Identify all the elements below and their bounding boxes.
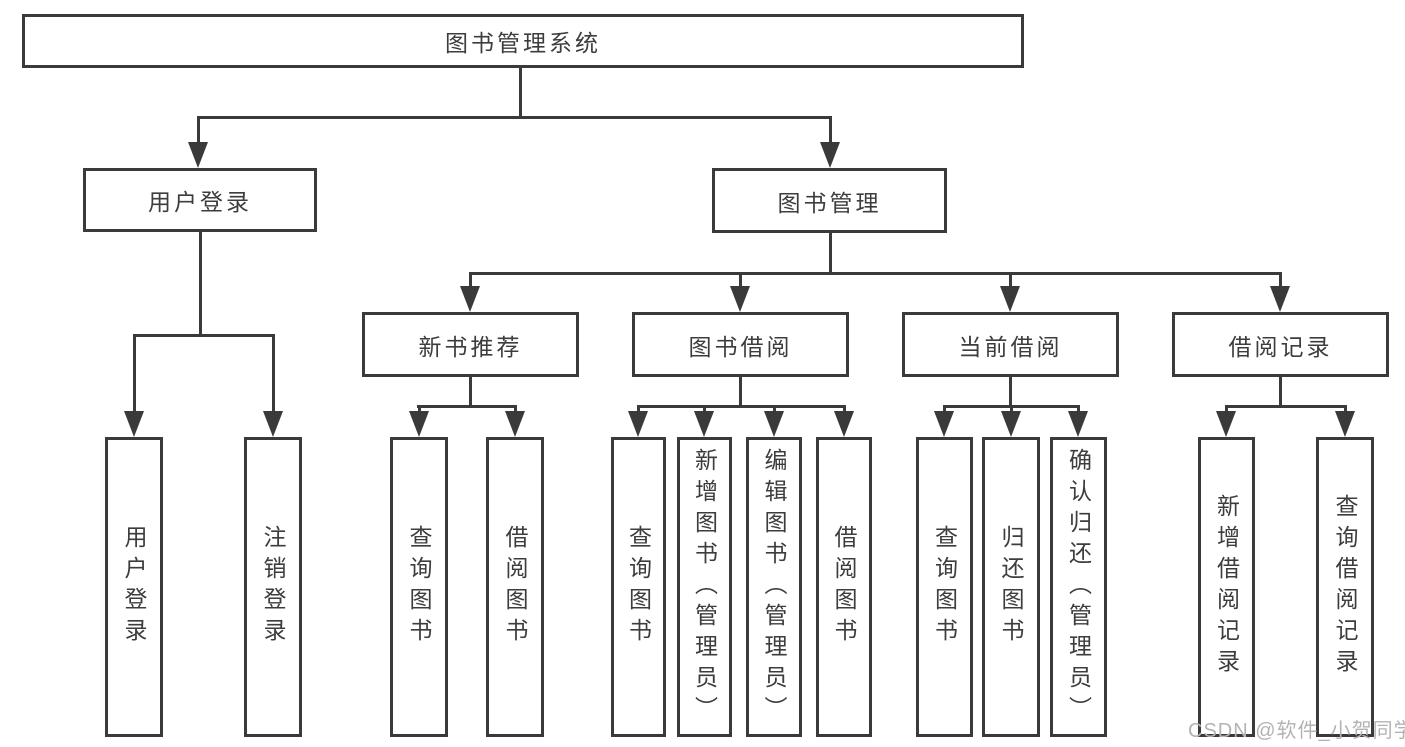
node-book-mgmt: 图书管理 bbox=[712, 168, 947, 233]
arrow-to-leaf-rec-borrow-icon bbox=[505, 411, 525, 437]
connector-level1 bbox=[197, 116, 832, 119]
node-current-borrow: 当前借阅 bbox=[902, 312, 1119, 377]
connector-to-new-book-rec bbox=[469, 274, 472, 288]
node-leaf-br-add: 新增借阅记录 bbox=[1198, 437, 1255, 737]
connector-root-stem bbox=[519, 68, 522, 118]
arrow-to-book-borrow-icon bbox=[730, 286, 750, 312]
arrow-to-leaf-user-login-icon bbox=[124, 411, 144, 437]
connector-level2 bbox=[469, 272, 1282, 275]
node-new-book-rec: 新书推荐 bbox=[362, 312, 579, 377]
connector-new-book-rec-children bbox=[417, 405, 517, 408]
connector-to-user-login bbox=[197, 118, 200, 146]
node-leaf-bb-add: 新增图书（管理员） bbox=[677, 437, 732, 737]
csdn-watermark: CSDN @软件_小贺同学 bbox=[1188, 720, 1405, 742]
arrow-to-leaf-cb-confirm-icon bbox=[1068, 411, 1088, 437]
connector-to-current-borrow bbox=[1009, 274, 1012, 288]
connector-to-borrow-record bbox=[1279, 274, 1282, 288]
node-leaf-rec-borrow: 借阅图书 bbox=[486, 437, 544, 737]
connector-book-borrow-children bbox=[637, 405, 846, 408]
connector-book-mgmt-stem bbox=[829, 233, 832, 274]
connector-to-book-mgmt bbox=[829, 118, 832, 146]
connector-current-borrow-children bbox=[943, 405, 1080, 408]
node-root: 图书管理系统 bbox=[22, 14, 1024, 68]
arrow-to-leaf-cb-return-icon bbox=[1001, 411, 1021, 437]
connector-borrow-record-children bbox=[1225, 405, 1347, 408]
node-leaf-user-login: 用户登录 bbox=[105, 437, 163, 737]
connector-to-leaf-user-login bbox=[133, 337, 136, 414]
node-leaf-bb-edit: 编辑图书（管理员） bbox=[746, 437, 802, 737]
arrow-to-leaf-br-add-icon bbox=[1216, 411, 1236, 437]
node-leaf-rec-query: 查询图书 bbox=[390, 437, 448, 737]
arrow-to-book-mgmt-icon bbox=[820, 142, 840, 168]
arrow-to-leaf-bb-edit-icon bbox=[764, 411, 784, 437]
node-leaf-cb-return: 归还图书 bbox=[982, 437, 1040, 737]
arrow-to-leaf-bb-borrow-icon bbox=[834, 411, 854, 437]
node-leaf-cb-confirm: 确认归还（管理员） bbox=[1050, 437, 1107, 737]
node-user-login: 用户登录 bbox=[83, 168, 317, 232]
arrow-to-new-book-rec-icon bbox=[460, 286, 480, 312]
arrow-to-current-borrow-icon bbox=[1000, 286, 1020, 312]
arrow-to-leaf-cb-query-icon bbox=[934, 411, 954, 437]
node-leaf-br-query: 查询借阅记录 bbox=[1316, 437, 1374, 737]
connector-current-borrow-stem bbox=[1009, 377, 1012, 407]
arrow-to-leaf-bb-add-icon bbox=[694, 411, 714, 437]
connector-borrow-record-stem bbox=[1279, 377, 1282, 407]
connector-to-leaf-logout bbox=[272, 337, 275, 414]
arrow-to-leaf-logout-icon bbox=[263, 411, 283, 437]
arrow-to-leaf-bb-query-icon bbox=[628, 411, 648, 437]
connector-book-borrow-stem bbox=[739, 377, 742, 407]
node-leaf-bb-query: 查询图书 bbox=[611, 437, 666, 737]
node-leaf-bb-borrow: 借阅图书 bbox=[816, 437, 872, 737]
connector-user-login-stem bbox=[199, 232, 202, 336]
arrow-to-leaf-rec-query-icon bbox=[409, 411, 429, 437]
node-book-borrow: 图书借阅 bbox=[632, 312, 849, 377]
node-borrow-record: 借阅记录 bbox=[1172, 312, 1389, 377]
arrow-to-user-login-icon bbox=[188, 142, 208, 168]
node-leaf-cb-query: 查询图书 bbox=[916, 437, 973, 737]
node-leaf-logout: 注销登录 bbox=[244, 437, 302, 737]
arrow-to-borrow-record-icon bbox=[1270, 286, 1290, 312]
arrow-to-leaf-br-query-icon bbox=[1335, 411, 1355, 437]
connector-new-book-rec-stem bbox=[469, 377, 472, 407]
connector-user-login-children bbox=[133, 334, 275, 337]
connector-to-book-borrow bbox=[739, 274, 742, 288]
